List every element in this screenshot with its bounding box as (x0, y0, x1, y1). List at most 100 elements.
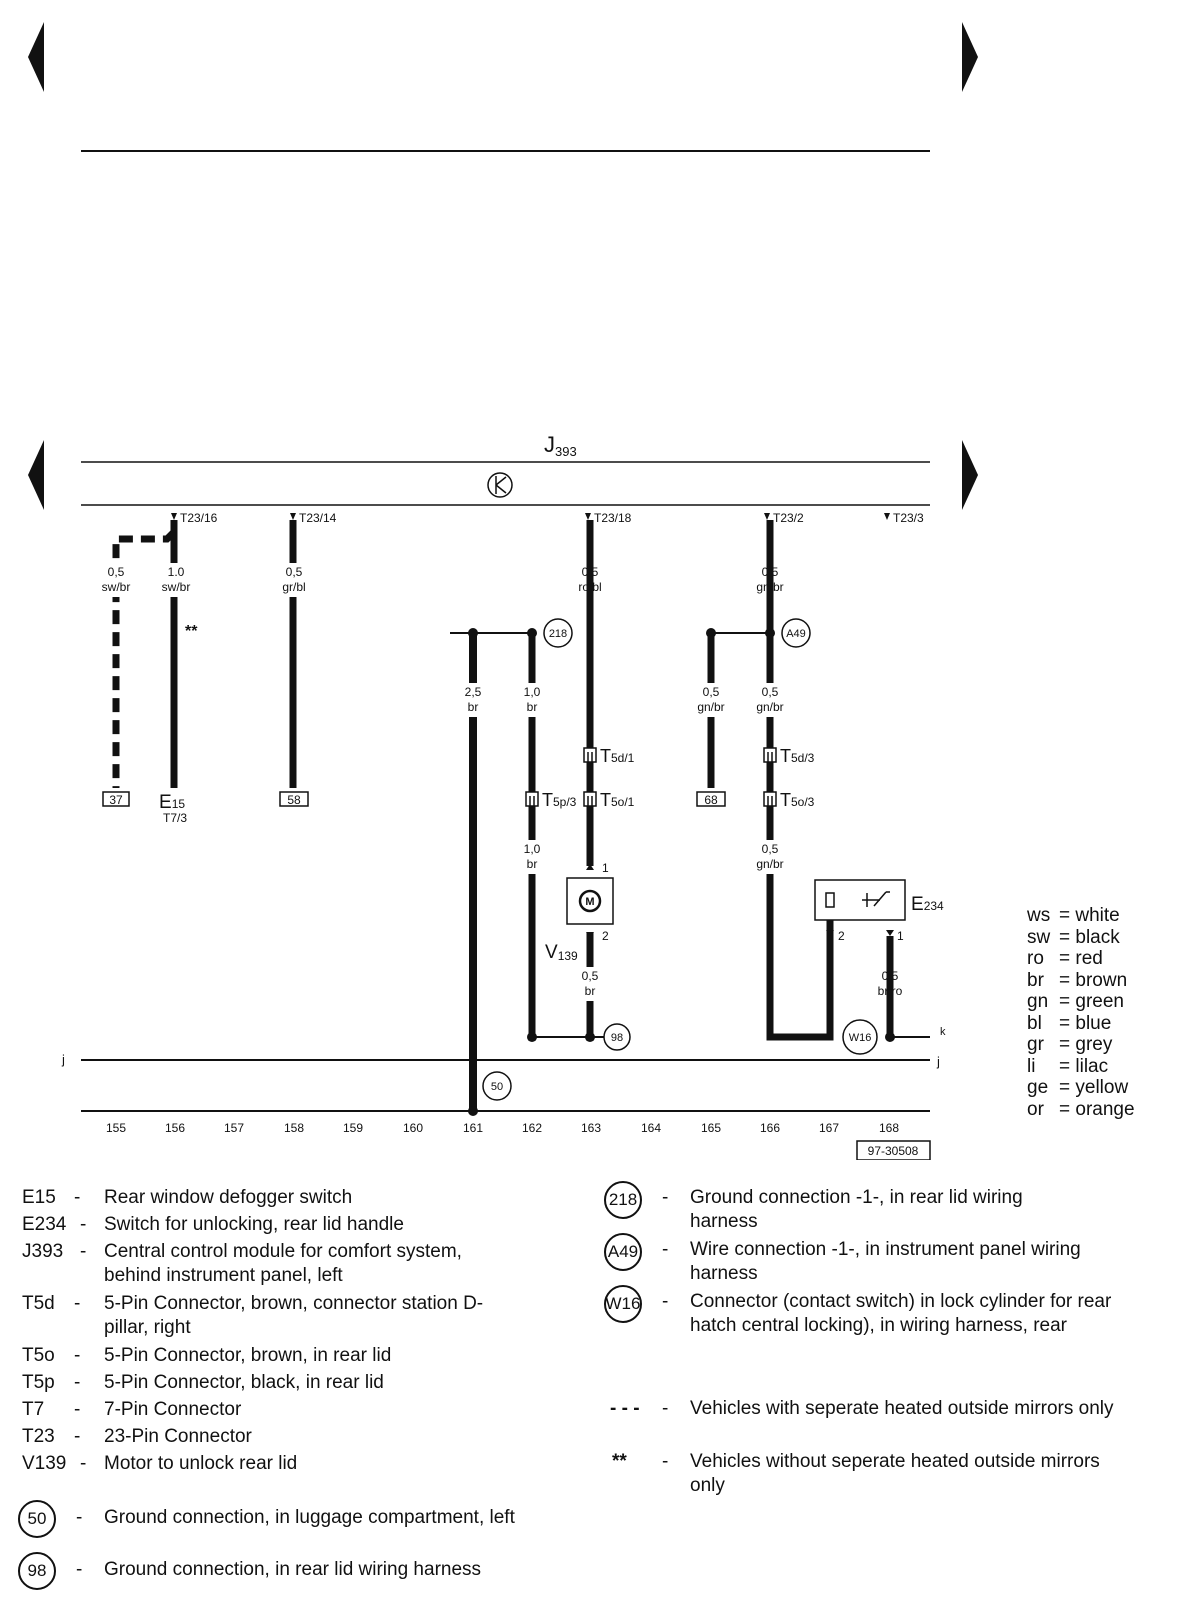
note-asterisk-desc: Vehicles without seperate heated outside… (690, 1451, 1100, 1496)
switch-pin1-arrow (886, 930, 894, 936)
track-166: 166 (760, 1121, 780, 1135)
legend-ground-50-desc: Ground connection, in luggage compartmen… (104, 1507, 515, 1528)
connector-t5d3: T5d/3 (780, 746, 815, 766)
legend-ground-w16-dash: - (662, 1291, 669, 1312)
track-167: 167 (819, 1121, 839, 1135)
track-155: 155 (106, 1121, 126, 1135)
track-159: 159 (343, 1121, 363, 1135)
track-157: 157 (224, 1121, 244, 1135)
legend-ground-w16-icon: W16 (604, 1285, 642, 1323)
motor-pin2: 2 (602, 929, 609, 943)
ground-98-label: 98 (611, 1032, 623, 1044)
color-row: gn= green (1027, 991, 1124, 1012)
ground-w16-label: W16 (849, 1032, 872, 1044)
ref-box-37 (102, 791, 130, 807)
switch-label: E234 (911, 894, 944, 915)
color-row: or= orange (1027, 1098, 1135, 1120)
legend-ground-w16-desc: Connector (contact switch) in lock cylin… (690, 1291, 1112, 1336)
terminal-t23-3: T23/3 (893, 511, 924, 525)
color-row: ro= red (1027, 948, 1103, 969)
wire-color-158: gr/bl (282, 580, 305, 594)
track-168: 168 (879, 1121, 899, 1135)
wire-color-155: sw/br (102, 580, 131, 594)
note-asterisk-dash: - (662, 1451, 669, 1472)
wire-label-155: 0,5 (108, 565, 125, 579)
color-row: gr= grey (1027, 1034, 1113, 1055)
ground-w16 (842, 1019, 878, 1055)
wire-color-165: gn/br (697, 700, 724, 714)
wire-label-163b: 0,5 (582, 969, 599, 983)
wire-label-156: 1.0 (168, 565, 185, 579)
track-161: 161 (463, 1121, 483, 1135)
connector-symbols (525, 747, 777, 807)
legend-ground-218-icon: 218 (604, 1181, 642, 1219)
junction-163-98 (585, 1032, 595, 1042)
connector-t5p3: T5p/3 (542, 790, 577, 810)
legend-ground-98-dash: - (76, 1559, 83, 1580)
note-asterisk-symbol: ** (612, 1451, 627, 1472)
color-row: br= brown (1027, 969, 1128, 991)
wire-166 (766, 520, 834, 1041)
switch-pin1: 1 (897, 929, 904, 943)
ref-label-58: 58 (287, 793, 301, 807)
k-label: k (940, 1026, 946, 1038)
track-158: 158 (284, 1121, 304, 1135)
junction-162-98 (527, 1032, 537, 1042)
color-row: ws= white (1027, 905, 1120, 926)
doc-number: 97-30508 (868, 1144, 919, 1158)
ref-box-68 (696, 791, 726, 807)
ref-label-68: 68 (704, 793, 718, 807)
e15-pin: T7/3 (163, 811, 187, 825)
wire-label-158: 0,5 (286, 565, 303, 579)
next-page-arrow[interactable] (962, 440, 978, 510)
ground-218-label: 218 (549, 628, 567, 640)
motor-pin1: 1 (602, 861, 609, 875)
legend-ground-218-dash: - (662, 1187, 669, 1208)
connector-t5o1: T5o/1 (600, 790, 635, 810)
asterisk-note: ** (185, 623, 198, 640)
motor-pin2-arrow (586, 932, 594, 938)
wire-color-166b: gn/br (756, 700, 783, 714)
track-163: 163 (581, 1121, 601, 1135)
color-row: li= lilac (1027, 1055, 1109, 1077)
ref-label-37: 37 (109, 793, 123, 807)
legend-ground-a49-desc: Wire connection -1-, in instrument panel… (690, 1239, 1081, 1284)
wire-color-166c: gn/br (756, 857, 783, 871)
next-page-arrow-top[interactable] (962, 22, 978, 92)
ground-98 (603, 1023, 631, 1051)
terminal-t23-18: T23/18 (594, 511, 632, 525)
switch-resistor-icon (825, 892, 835, 908)
switch-contact-icon (862, 891, 890, 907)
wire-color-156: sw/br (162, 580, 191, 594)
wire-color-163b: br (585, 984, 596, 998)
wire-color-162b: br (527, 857, 538, 871)
color-row: sw= black (1027, 926, 1120, 948)
color-key: ws= white sw= black ro= red br= brown gn… (1027, 905, 1135, 1120)
ground-a49-label: A49 (786, 628, 806, 640)
ground-218 (543, 618, 573, 648)
motor-label: V139 (545, 942, 578, 963)
color-row: ge= yellow (1027, 1077, 1129, 1098)
module-label: J393 (544, 432, 577, 459)
prev-page-arrow[interactable] (28, 440, 44, 510)
wire-label-162a: 1,0 (524, 685, 541, 699)
legend-ground-50-dash: - (76, 1507, 83, 1528)
track-162: 162 (522, 1121, 542, 1135)
e15-label: E15 (159, 792, 185, 813)
terminal-markers (171, 513, 890, 520)
junction-168 (885, 1032, 895, 1042)
note-dashed-symbol: - - - (610, 1398, 640, 1419)
doc-number-box (856, 1140, 931, 1160)
ref-box-58 (279, 791, 309, 807)
motor-pin1-arrow (586, 864, 594, 870)
ground-50-label: 50 (491, 1081, 503, 1093)
track-numbers: 155 156 157 158 159 160 161 162 163 164 … (106, 1121, 899, 1135)
connector-t5o3: T5o/3 (780, 790, 815, 810)
electronic-module-icon (487, 472, 513, 498)
track-160: 160 (403, 1121, 423, 1135)
prev-page-arrow-top[interactable] (28, 22, 44, 92)
j-label-left: j (61, 1052, 65, 1067)
legend-ground-a49-icon: A49 (604, 1233, 642, 1271)
switch-pin2: 2 (838, 929, 845, 943)
ground-a49 (781, 618, 811, 648)
